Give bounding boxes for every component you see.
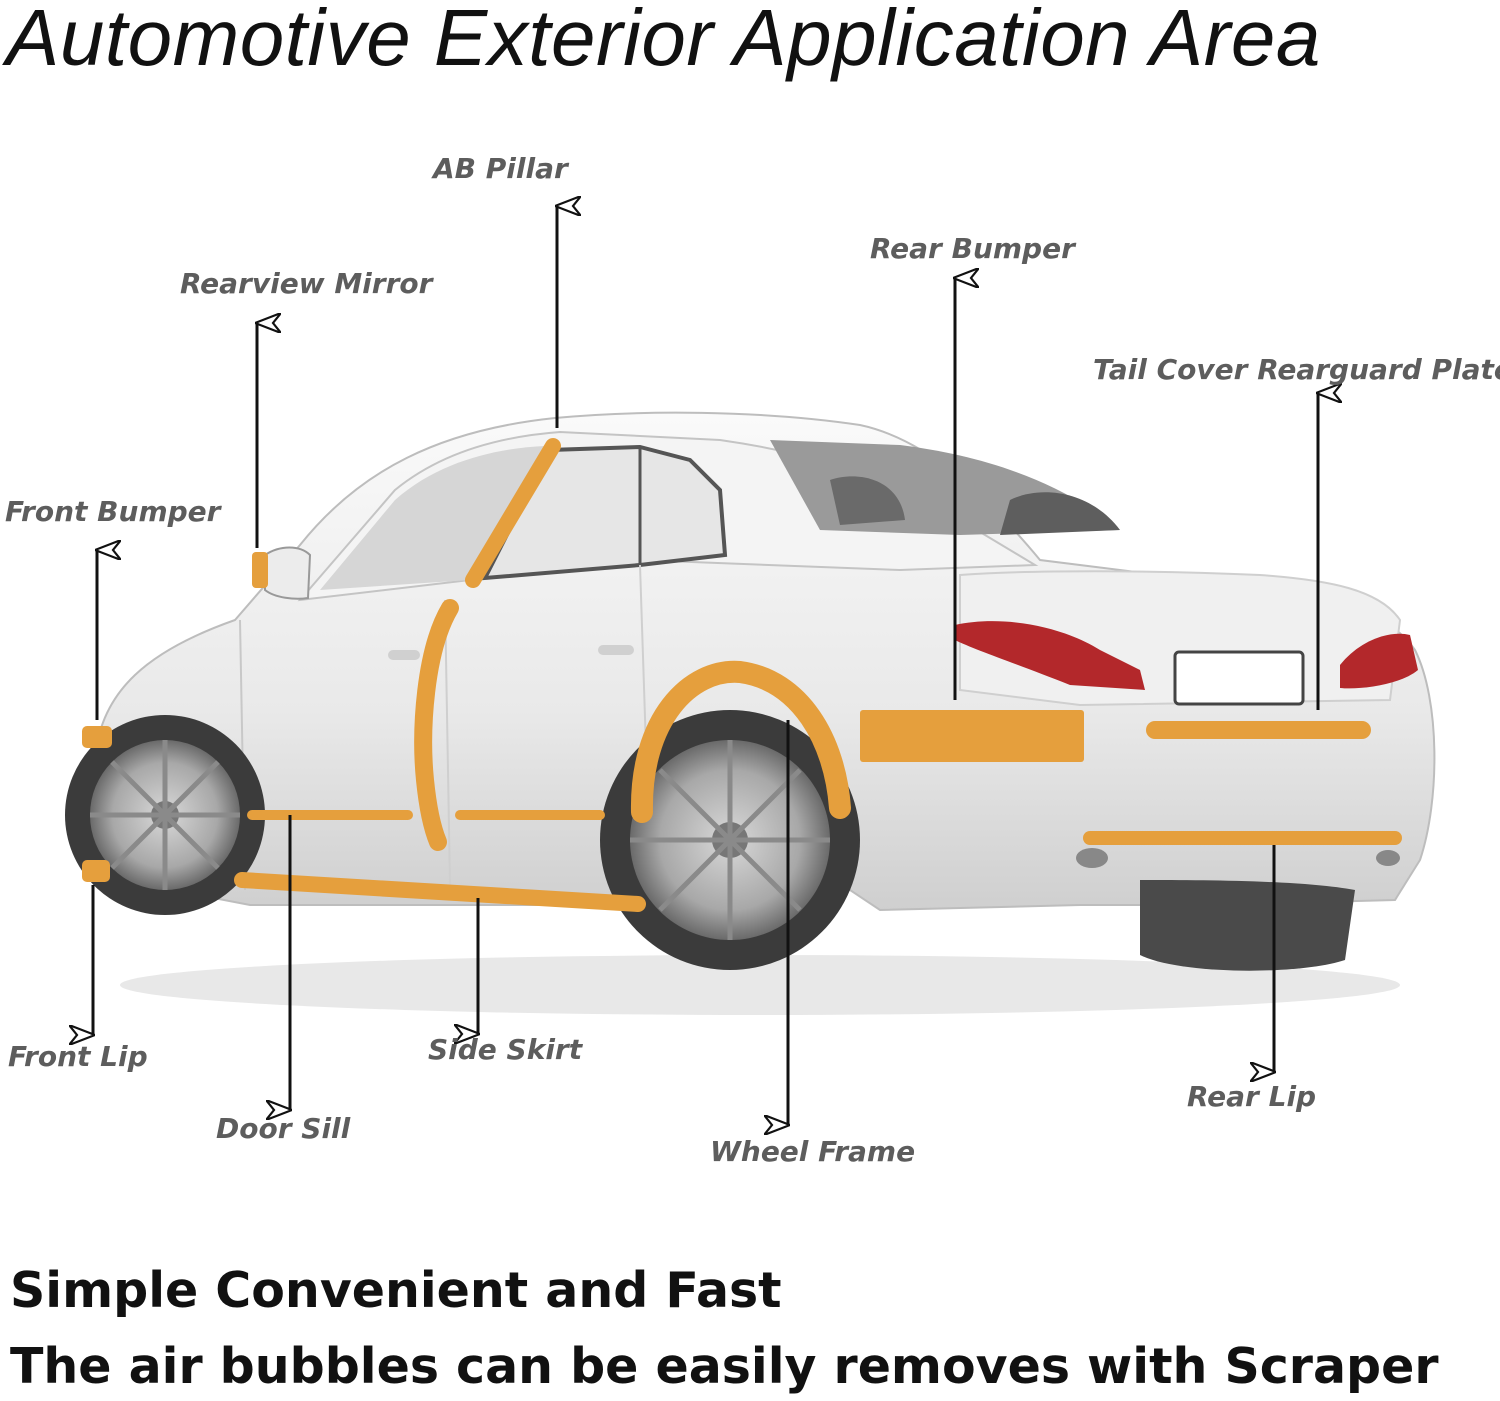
label-ab-pillar: AB Pillar xyxy=(433,152,568,185)
callout-arrows xyxy=(93,206,1318,1125)
highlight-wheel-frame xyxy=(630,660,851,823)
label-wheel-frame: Wheel Frame xyxy=(710,1135,916,1168)
label-rear-bumper: Rear Bumper xyxy=(870,232,1075,265)
label-rearview-mirror: Rearview Mirror xyxy=(180,267,433,300)
highlight-front-lip xyxy=(82,860,110,882)
highlight-front-bumper xyxy=(82,726,112,748)
highlight-door-edge xyxy=(414,599,459,851)
highlight-ab-pillar xyxy=(465,438,561,588)
label-tail-cover-rearguard-plate: Tail Cover Rearguard Plate xyxy=(1093,353,1500,386)
application-highlight-blocks xyxy=(82,552,1084,882)
footer-line-1: Simple Convenient and Fast xyxy=(10,1262,782,1319)
label-door-sill: Door Sill xyxy=(216,1112,351,1145)
page-title: Automotive Exterior Application Area xyxy=(6,0,1321,82)
label-rear-lip: Rear Lip xyxy=(1187,1080,1317,1113)
label-front-lip: Front Lip xyxy=(8,1040,148,1073)
car-illustration xyxy=(65,411,1436,1015)
highlight-side-skirt xyxy=(234,872,646,912)
label-front-bumper: Front Bumper xyxy=(5,495,221,528)
highlight-mirror xyxy=(252,552,268,588)
label-side-skirt: Side Skirt xyxy=(428,1033,583,1066)
application-highlights xyxy=(234,438,1402,912)
highlight-rear-bumper xyxy=(860,710,1084,762)
footer-line-2: The air bubbles can be easily removes wi… xyxy=(10,1338,1439,1395)
